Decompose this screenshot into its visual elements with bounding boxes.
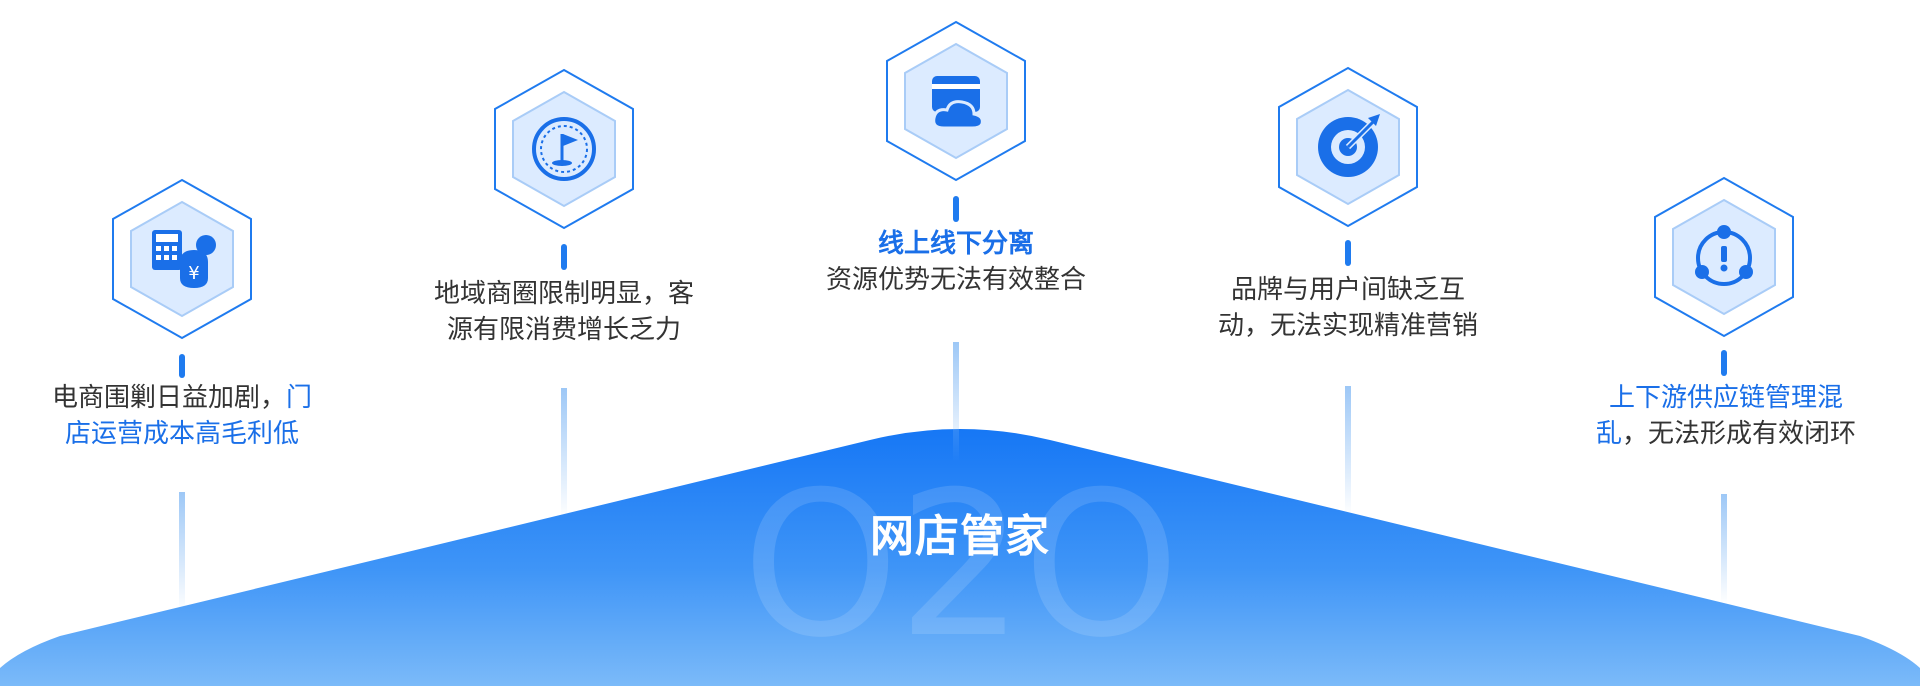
trail-line xyxy=(1345,386,1351,516)
cloud-card-icon xyxy=(886,20,1026,182)
connector xyxy=(179,354,185,378)
connector xyxy=(561,244,567,270)
feature-caption: 线上线下分离 资源优势无法有效整合 xyxy=(825,229,1086,295)
o2o-watermark: O2O xyxy=(741,449,1180,682)
feature-caption: 电商围剿日益加剧，门店运营成本高毛利低 xyxy=(51,383,313,449)
trail-line xyxy=(953,342,959,462)
dart-target-icon xyxy=(1278,66,1418,228)
flag-target-icon xyxy=(494,68,634,230)
trail-line xyxy=(1721,494,1727,604)
brand-title: 网店管家 xyxy=(870,511,1050,562)
calculator-yen-icon: ¥ xyxy=(112,178,252,340)
svg-text:¥: ¥ xyxy=(188,263,199,284)
feature-caption: 地域商圈限制明显，客源有限消费增长乏力 xyxy=(433,279,694,345)
connector xyxy=(953,196,959,222)
feature-caption: 品牌与用户间缺乏互动，无法实现精准营销 xyxy=(1217,275,1478,341)
connector xyxy=(1721,350,1727,376)
trail-line xyxy=(179,492,185,612)
feature-caption: 上下游供应链管理混乱，无法形成有效闭环 xyxy=(1595,383,1857,449)
connector xyxy=(1345,240,1351,266)
trail-line xyxy=(561,388,567,518)
supply-chain-alert-icon xyxy=(1654,176,1794,338)
